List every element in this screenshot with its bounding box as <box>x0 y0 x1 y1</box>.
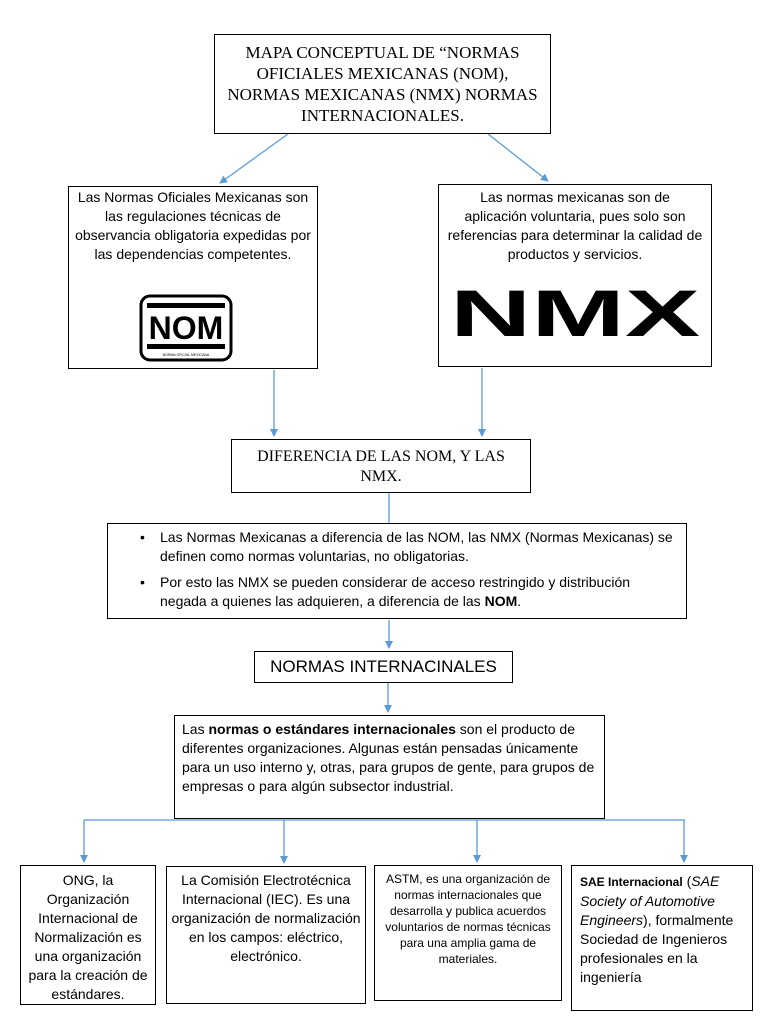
sae-english-name: SAE Society of Automotive Engineers <box>580 873 720 928</box>
international-text-start: Las <box>182 721 209 737</box>
international-definition-box: Las normas o estándares internacionales … <box>174 715 605 819</box>
difference-list-box: • Las Normas Mexicanas a diferencia de l… <box>107 523 687 619</box>
international-text-rest: son el producto de diferentes organizaci… <box>182 721 595 794</box>
bullet-icon: • <box>140 574 145 590</box>
sae-box: SAE Internacional (SAE Society of Automo… <box>571 865 753 1011</box>
nom-logo: NOM NORMA OFICIAL MEXICANA <box>139 294 233 362</box>
ong-text: ONG, la Organización Internacional de No… <box>28 872 148 1002</box>
main-title: MAPA CONCEPTUAL DE “NORMAS OFICIALES MEX… <box>227 43 538 125</box>
sae-name: SAE Internacional <box>580 875 683 889</box>
difference-title-box: DIFERENCIA DE LAS NOM, Y LAS NMX. <box>231 439 531 493</box>
arrow-title-to-nom <box>219 133 289 184</box>
nmx-logo: NMX <box>450 284 700 342</box>
nom-definition-text: Las Normas Oficiales Mexicanas son las r… <box>75 189 311 262</box>
nmx-definition-text: Las normas mexicanas son de aplicación v… <box>447 189 703 262</box>
iec-box: La Comisión Electrotécnica Internacional… <box>166 866 366 1004</box>
sae-paren: ( <box>682 873 692 889</box>
iec-text: La Comisión Electrotécnica Internacional… <box>171 872 361 964</box>
difference-item-2-bold: NOM <box>484 593 518 609</box>
nom-definition-box: Las Normas Oficiales Mexicanas son las r… <box>68 186 318 369</box>
nmx-definition-box: Las normas mexicanas son de aplicación v… <box>438 184 712 367</box>
difference-item-2-text: Por esto las NMX se pueden considerar de… <box>160 574 631 609</box>
main-title-box: MAPA CONCEPTUAL DE “NORMAS OFICIALES MEX… <box>214 34 551 134</box>
bullet-icon: • <box>140 529 145 545</box>
astm-box: ASTM, es una organización de normas inte… <box>374 865 562 1001</box>
svg-text:NMX: NMX <box>450 284 700 342</box>
international-text-bold: normas o estándares internacionales <box>208 721 456 737</box>
arrow-title-to-nmx <box>487 133 549 182</box>
ong-box: ONG, la Organización Internacional de No… <box>20 865 156 1005</box>
difference-title: DIFERENCIA DE LAS NOM, Y LAS NMX. <box>257 448 505 485</box>
difference-item-1: • Las Normas Mexicanas a diferencia de l… <box>136 528 676 566</box>
svg-text:NOM: NOM <box>149 310 224 346</box>
difference-item-2: • Por esto las NMX se pueden considerar … <box>136 573 676 611</box>
sae-description: ), formalmente Sociedad de Ingenieros pr… <box>580 912 734 985</box>
difference-item-1-text: Las Normas Mexicanas a diferencia de las… <box>160 529 673 564</box>
svg-text:NORMA OFICIAL MEXICANA: NORMA OFICIAL MEXICANA <box>163 353 210 357</box>
astm-text: ASTM, es una organización de normas inte… <box>385 872 551 966</box>
international-title-box: NORMAS INTERNACINALES <box>254 651 513 683</box>
international-title: NORMAS INTERNACINALES <box>270 657 497 676</box>
difference-list: • Las Normas Mexicanas a diferencia de l… <box>136 528 676 611</box>
difference-item-2-end: . <box>517 593 522 609</box>
